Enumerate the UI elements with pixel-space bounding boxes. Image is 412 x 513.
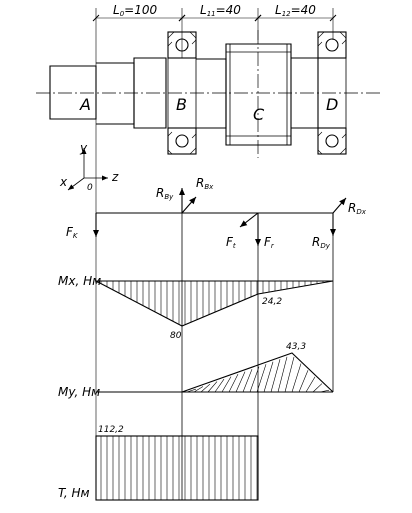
t-axis-label: T, Нм — [58, 486, 90, 500]
hatch-line — [263, 361, 274, 393]
hatch-line — [228, 374, 239, 393]
torque-diagram — [95, 435, 259, 501]
axis-x-label: x — [59, 175, 68, 189]
bearing-b — [167, 31, 197, 155]
hatch-line — [235, 371, 246, 393]
hatch-line — [312, 383, 323, 393]
my-axis-label: My, Нм — [58, 385, 100, 399]
force-fr-label: Fr — [264, 235, 275, 250]
hatch-line — [291, 363, 302, 393]
point-d-label: D — [326, 95, 338, 114]
mx-value-c: 24,2 — [262, 297, 282, 307]
hatch-line — [193, 386, 204, 393]
point-a-label: A — [79, 95, 91, 114]
point-b-label: B — [176, 95, 187, 114]
hatch-line — [298, 370, 309, 393]
force-ft-label: Ft — [226, 235, 236, 250]
axis-y-label: y — [79, 141, 88, 155]
hatch-line — [200, 383, 211, 393]
mx-diagram — [95, 280, 334, 327]
my-value-c: 43,3 — [286, 342, 306, 352]
hatch-line — [221, 376, 232, 393]
my-diagram — [96, 352, 334, 393]
force-rdy-label: RDy — [312, 235, 331, 250]
hatch-line — [207, 381, 218, 393]
dim-l12-label: L12=40 — [275, 3, 316, 18]
hatch-line — [256, 364, 267, 393]
force-rdx-label: RDx — [348, 201, 367, 216]
load-scheme — [93, 188, 347, 246]
force-rbx-label: RBx — [196, 176, 214, 191]
hatch-line — [186, 388, 197, 393]
axis-z-label: z — [111, 170, 119, 184]
dimension-lines: L0=100 L11=40 L12=40 — [92, 3, 337, 500]
center-lines — [36, 30, 380, 158]
coordinate-system: y z x 0 — [59, 141, 119, 193]
mx-value-b: 80 — [170, 331, 182, 341]
hatch-line — [277, 356, 288, 393]
hatch-line — [249, 366, 260, 393]
hatch-line — [284, 356, 295, 393]
point-c-label: C — [253, 105, 265, 124]
hatch-line — [270, 359, 281, 393]
force-fk-label: FK — [66, 225, 79, 240]
hatch-line — [242, 369, 253, 393]
force-rby-label: RBy — [156, 186, 174, 201]
hatch-line — [214, 378, 225, 393]
bearing-d — [317, 31, 347, 155]
dim-l11-label: L11=40 — [200, 3, 241, 18]
t-value: 112,2 — [98, 425, 124, 435]
hatch-line — [305, 376, 316, 393]
origin-label: 0 — [87, 183, 93, 193]
mx-axis-label: Mx, Нм — [58, 274, 101, 288]
hatch-line — [319, 389, 330, 393]
dim-l0-label: L0=100 — [113, 3, 157, 18]
